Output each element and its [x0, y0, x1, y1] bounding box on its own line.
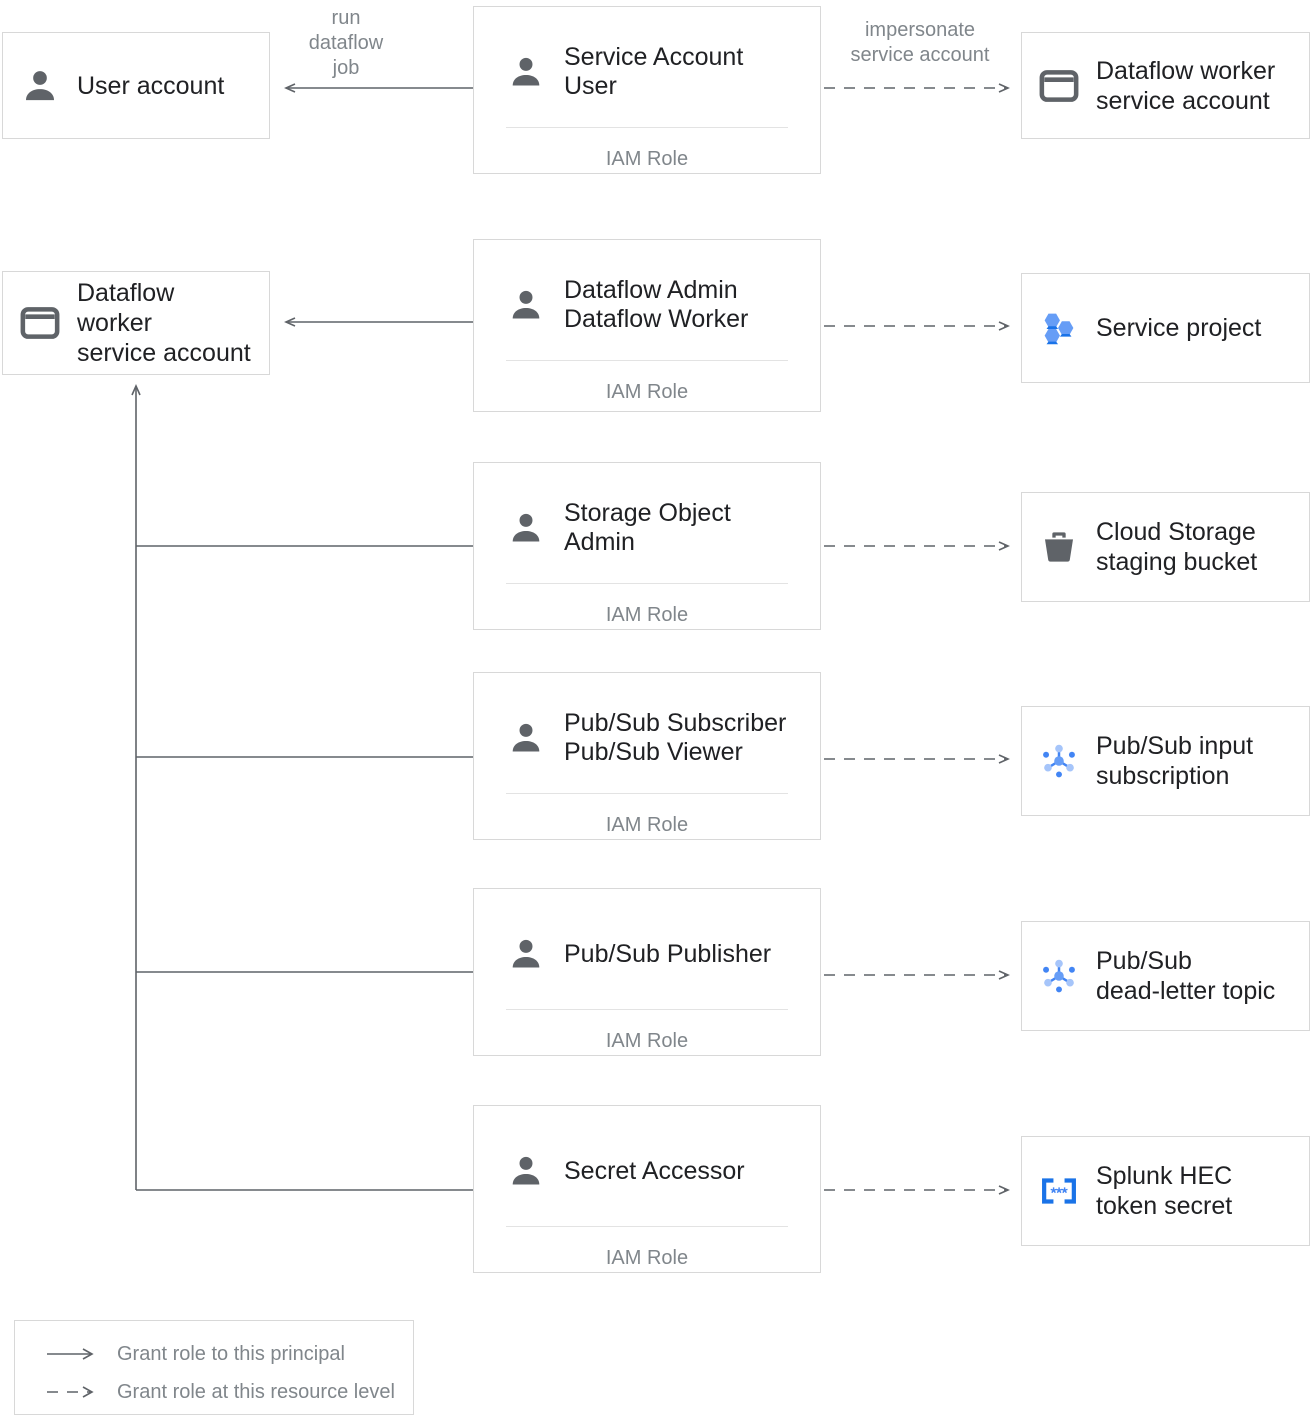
role-card-service-account-user[interactable]: Service Account User IAM Role: [473, 6, 821, 174]
role-card-dataflow-admin-worker[interactable]: Dataflow Admin Dataflow Worker IAM Role: [473, 239, 821, 412]
legend-row-grant-role-to-principal: Grant role to this principal: [15, 1335, 413, 1373]
node-user-account[interactable]: User account: [2, 32, 270, 139]
google-cloud-project-icon: [1036, 305, 1082, 351]
node-user-account-label: User account: [77, 71, 225, 100]
edge-label-impersonate-service-account: impersonate service account: [850, 19, 990, 66]
cloud-storage-bucket-icon: [1036, 524, 1082, 570]
node-dataflow-worker-service-account-resource[interactable]: Dataflow worker service account: [1021, 32, 1310, 139]
role-card-divider: [506, 1226, 788, 1227]
person-icon: [504, 932, 548, 976]
edge-label-run-dataflow-job: run dataflow job: [308, 7, 384, 79]
role-card-service-account-user-footer: IAM Role: [605, 148, 689, 170]
role-card-dataflow-admin-worker-footer: IAM Role: [605, 381, 689, 403]
role-card-secret-accessor-roles: Secret Accessor: [564, 1156, 745, 1185]
pubsub-icon: [1036, 953, 1082, 999]
secret-manager-icon: [1036, 1168, 1082, 1214]
node-pubsub-input-subscription[interactable]: Pub/Sub input subscription: [1021, 706, 1310, 816]
role-card-secret-accessor-footer: IAM Role: [605, 1247, 689, 1269]
node-service-project-label: Service project: [1096, 314, 1262, 342]
edge-grant-bus-to-worker-sa: [131, 384, 473, 1191]
node-dataflow-worker-service-account-resource-label: Dataflow worker service account: [1096, 56, 1276, 115]
person-icon: [504, 716, 548, 760]
node-service-project[interactable]: Service project: [1021, 273, 1310, 383]
person-icon: [504, 283, 548, 327]
node-splunk-hec-token-secret[interactable]: Splunk HEC token secret: [1021, 1136, 1310, 1246]
role-card-secret-accessor[interactable]: Secret Accessor IAM Role: [473, 1105, 821, 1273]
node-pubsub-dead-letter-topic-label: Pub/Sub dead-letter topic: [1096, 947, 1276, 1005]
pubsub-icon: [1036, 738, 1082, 784]
service-account-icon: [17, 300, 63, 346]
person-icon: [17, 63, 63, 109]
role-card-pubsub-subscriber-viewer-footer: IAM Role: [605, 814, 689, 836]
role-card-divider: [506, 127, 788, 128]
role-card-storage-object-admin-footer: IAM Role: [605, 604, 689, 626]
node-cloud-storage-staging-bucket-label: Cloud Storage staging bucket: [1096, 518, 1258, 576]
node-pubsub-dead-letter-topic[interactable]: Pub/Sub dead-letter topic: [1021, 921, 1310, 1031]
role-card-storage-object-admin[interactable]: Storage Object Admin IAM Role: [473, 462, 821, 630]
role-card-divider: [506, 1009, 788, 1010]
role-card-storage-object-admin-roles: Storage Object Admin: [564, 499, 731, 556]
node-dataflow-worker-service-account-principal[interactable]: Dataflow worker service account: [2, 271, 270, 375]
node-pubsub-input-subscription-label: Pub/Sub input subscription: [1096, 732, 1254, 790]
legend-row-grant-role-at-resource-level: Grant role at this resource level: [15, 1373, 413, 1411]
solid-arrow-icon: [45, 1344, 101, 1364]
dashed-arrow-icon: [45, 1382, 101, 1402]
role-card-dataflow-admin-worker-roles: Dataflow Admin Dataflow Worker: [564, 276, 749, 333]
role-card-divider: [506, 360, 788, 361]
service-account-icon: [1036, 63, 1082, 109]
legend: Grant role to this principal Grant role …: [14, 1320, 414, 1415]
node-splunk-hec-token-secret-label: Splunk HEC token secret: [1096, 1162, 1233, 1220]
role-card-divider: [506, 793, 788, 794]
node-dataflow-worker-service-account-principal-label: Dataflow worker service account: [77, 279, 251, 367]
node-cloud-storage-staging-bucket[interactable]: Cloud Storage staging bucket: [1021, 492, 1310, 602]
person-icon: [504, 506, 548, 550]
legend-label-grant-role-to-principal: Grant role to this principal: [117, 1342, 345, 1365]
role-card-pubsub-publisher[interactable]: Pub/Sub Publisher IAM Role: [473, 888, 821, 1056]
role-card-divider: [506, 583, 788, 584]
role-card-pubsub-subscriber-viewer[interactable]: Pub/Sub Subscriber Pub/Sub Viewer IAM Ro…: [473, 672, 821, 840]
role-card-pubsub-publisher-footer: IAM Role: [605, 1030, 689, 1052]
legend-label-grant-role-at-resource-level: Grant role at this resource level: [117, 1380, 395, 1403]
role-card-pubsub-publisher-roles: Pub/Sub Publisher: [564, 939, 772, 968]
role-card-service-account-user-roles: Service Account User: [564, 43, 744, 100]
role-card-pubsub-subscriber-viewer-roles: Pub/Sub Subscriber Pub/Sub Viewer: [564, 709, 787, 766]
person-icon: [504, 1149, 548, 1193]
person-icon: [504, 50, 548, 94]
